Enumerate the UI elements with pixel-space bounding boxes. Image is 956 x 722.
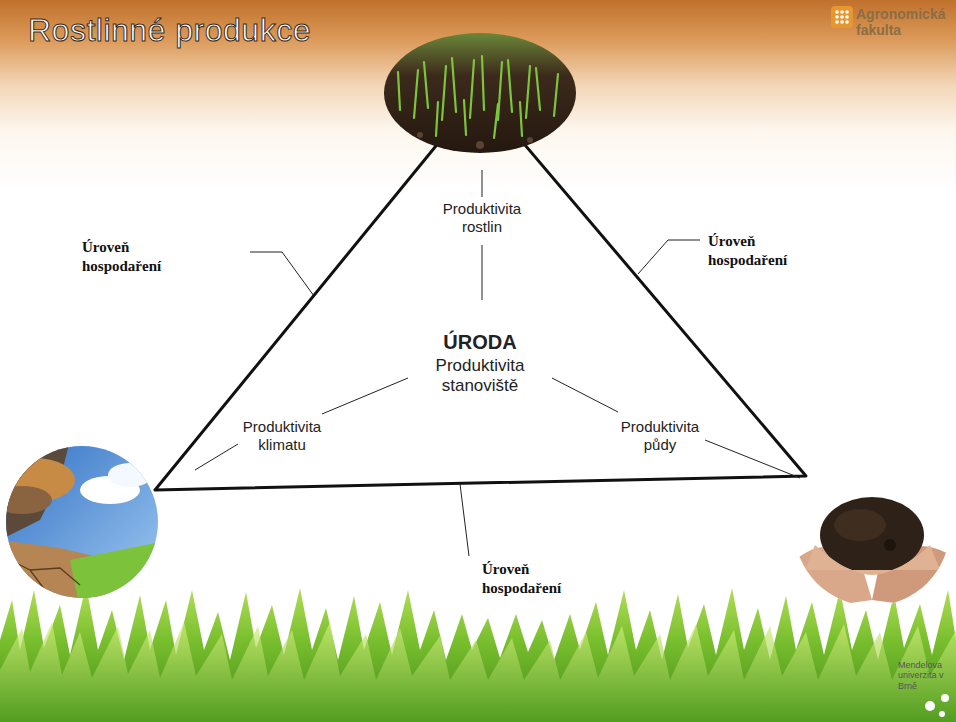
university-logo-text: Mendelova univerzita v Brně xyxy=(898,660,950,691)
leader-line xyxy=(552,378,618,412)
grass xyxy=(0,585,956,722)
triangle-shape xyxy=(155,92,806,490)
leader-line xyxy=(250,240,700,556)
faculty-logo-text: Agronomická fakulta xyxy=(856,6,952,38)
climate-photo xyxy=(0,440,170,610)
management-label: Úroveň hospodaření xyxy=(482,560,582,598)
logo-dots xyxy=(925,694,949,717)
slide-title: Rostlinné produkce xyxy=(28,12,311,49)
logo-icon xyxy=(831,6,853,28)
triangle-node: Produktivita rostlinÚRODAProduktivita st… xyxy=(150,88,812,494)
factor-label: Produktivita stanoviště xyxy=(415,356,545,397)
factor-label: Produktivita klimatu xyxy=(227,418,337,454)
soil-hands-photo xyxy=(790,448,956,613)
factor-label: Produktivita rostlin xyxy=(432,200,532,236)
factor-label: Produktivita půdy xyxy=(605,418,715,454)
leader-line xyxy=(195,444,238,470)
grass xyxy=(0,622,956,722)
seedling-photo xyxy=(380,30,580,160)
management-label: Úroveň hospodaření xyxy=(708,232,808,270)
leader-line xyxy=(705,440,800,478)
center-heading: ÚRODA xyxy=(400,330,560,354)
leader-line xyxy=(322,378,408,414)
leader-line xyxy=(482,245,483,300)
management-label: Úroveň hospodaření xyxy=(82,238,182,276)
leader-line xyxy=(482,170,483,197)
